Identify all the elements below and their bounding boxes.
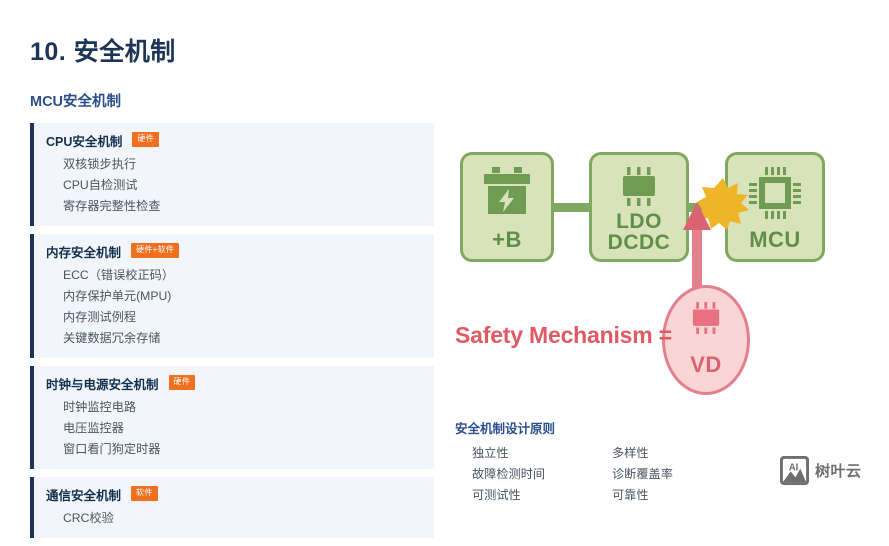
card-item-list: 双核锁步执行 CPU自检测试 寄存器完整性检查 — [46, 154, 424, 217]
safety-mechanism-equation: Safety Mechanism = — [455, 322, 672, 348]
vd-chip-icon — [692, 302, 720, 335]
card-item-list: 时钟监控电路 电压监控器 窗口看门狗定时器 — [46, 397, 424, 460]
status-badge: 硬件 — [168, 375, 196, 390]
mcu-safety-panel: MCU安全机制 CPU安全机制 硬件 双核锁步执行 CPU自检测试 寄存器完整性… — [30, 90, 434, 546]
list-item: 独立性 — [472, 446, 509, 460]
list-item: 关键数据冗余存储 — [63, 331, 161, 345]
list-item: 多样性 — [612, 446, 649, 460]
section-heading: MCU安全机制 — [30, 94, 122, 110]
fault-burst-icon — [697, 178, 749, 230]
list-item: 诊断覆盖率 — [612, 467, 673, 481]
card-communication-safety[interactable]: 通信安全机制 软件 CRC校验 — [30, 477, 434, 538]
list-item: 双核锁步执行 — [63, 157, 137, 171]
safety-mechanism-diagram: +B LDO DCDC — [455, 140, 875, 405]
list-item: 电压监控器 — [63, 421, 124, 435]
wire-battery-to-ldo — [552, 203, 592, 212]
ldo-label-line2: DCDC — [607, 231, 671, 254]
card-title: 内存安全机制 — [46, 246, 122, 260]
list-item: 故障检测时间 — [472, 467, 546, 481]
list-item: CPU自检测试 — [63, 178, 138, 192]
principles-title: 安全机制设计原则 — [455, 422, 556, 436]
page-title: 10. 安全机制 — [30, 32, 176, 68]
card-header: CPU安全机制 硬件 — [46, 131, 424, 150]
diagram-node-battery: +B — [460, 152, 554, 262]
vd-label: VD — [690, 352, 722, 377]
diagram-node-vd: VD — [662, 285, 750, 395]
ldo-dcdc-label: LDO DCDC — [592, 211, 686, 253]
diagram-node-ldo-dcdc: LDO DCDC — [589, 152, 689, 262]
list-item: 可测试性 — [472, 488, 521, 502]
card-title: CPU安全机制 — [46, 135, 123, 149]
diagram-canvas: +B LDO DCDC — [455, 140, 875, 405]
page-title-text: 安全机制 — [73, 38, 176, 66]
watermark: AI 树叶云 — [780, 456, 862, 485]
list-item: 内存保护单元(MPU) — [63, 289, 172, 303]
status-badge: 硬件 — [132, 132, 160, 147]
chip-icon — [623, 167, 655, 206]
svg-text:AI: AI — [789, 463, 799, 474]
list-item: 可靠性 — [612, 488, 649, 502]
status-badge: 硬件+软件 — [131, 243, 180, 258]
card-item-list: ECC（错误校正码） 内存保护单元(MPU) 内存测试例程 关键数据冗余存储 — [46, 265, 424, 349]
card-clock-power-safety[interactable]: 时钟与电源安全机制 硬件 时钟监控电路 电压监控器 窗口看门狗定时器 — [30, 366, 434, 469]
status-badge: 软件 — [131, 486, 158, 501]
microprocessor-icon — [749, 167, 801, 219]
principles-column-left: 独立性 故障检测时间 可测试性 — [472, 443, 612, 506]
card-header: 时钟与电源安全机制 硬件 — [46, 374, 424, 393]
list-item: CRC校验 — [63, 511, 114, 525]
list-item: 窗口看门狗定时器 — [63, 442, 161, 456]
battery-label: +B — [492, 227, 522, 252]
card-header: 通信安全机制 软件 — [46, 485, 424, 504]
card-memory-safety[interactable]: 内存安全机制 硬件+软件 ECC（错误校正码） 内存保护单元(MPU) 内存测试… — [30, 234, 434, 358]
design-principles-panel: 安全机制设计原则 独立性 故障检测时间 可测试性 多样性 诊断覆盖率 可靠性 — [455, 418, 875, 506]
card-header: 内存安全机制 硬件+软件 — [46, 242, 424, 261]
card-item-list: CRC校验 — [46, 508, 424, 529]
card-title: 时钟与电源安全机制 — [46, 378, 159, 392]
ldo-label-line1: LDO — [616, 210, 662, 233]
card-title: 通信安全机制 — [46, 489, 122, 503]
vd-up-arrow-icon — [683, 202, 711, 297]
watermark-label: 树叶云 — [815, 463, 862, 480]
list-item: ECC（错误校正码） — [63, 268, 175, 282]
principles-column-right: 多样性 诊断覆盖率 可靠性 — [612, 443, 752, 506]
principles-grid: 独立性 故障检测时间 可测试性 多样性 诊断覆盖率 可靠性 — [455, 443, 875, 506]
page-title-number: 10. — [30, 38, 67, 66]
list-item: 时钟监控电路 — [63, 400, 137, 414]
slide-root: 10. 安全机制 MCU安全机制 CPU安全机制 硬件 双核锁步执行 CPU自检… — [30, 32, 875, 538]
image-placeholder-icon: AI — [780, 456, 809, 485]
list-item: 寄存器完整性检查 — [63, 199, 161, 213]
list-item: 内存测试例程 — [63, 310, 137, 324]
card-cpu-safety[interactable]: CPU安全机制 硬件 双核锁步执行 CPU自检测试 寄存器完整性检查 — [30, 123, 434, 226]
mcu-label: MCU — [749, 227, 801, 252]
battery-icon — [484, 167, 530, 214]
